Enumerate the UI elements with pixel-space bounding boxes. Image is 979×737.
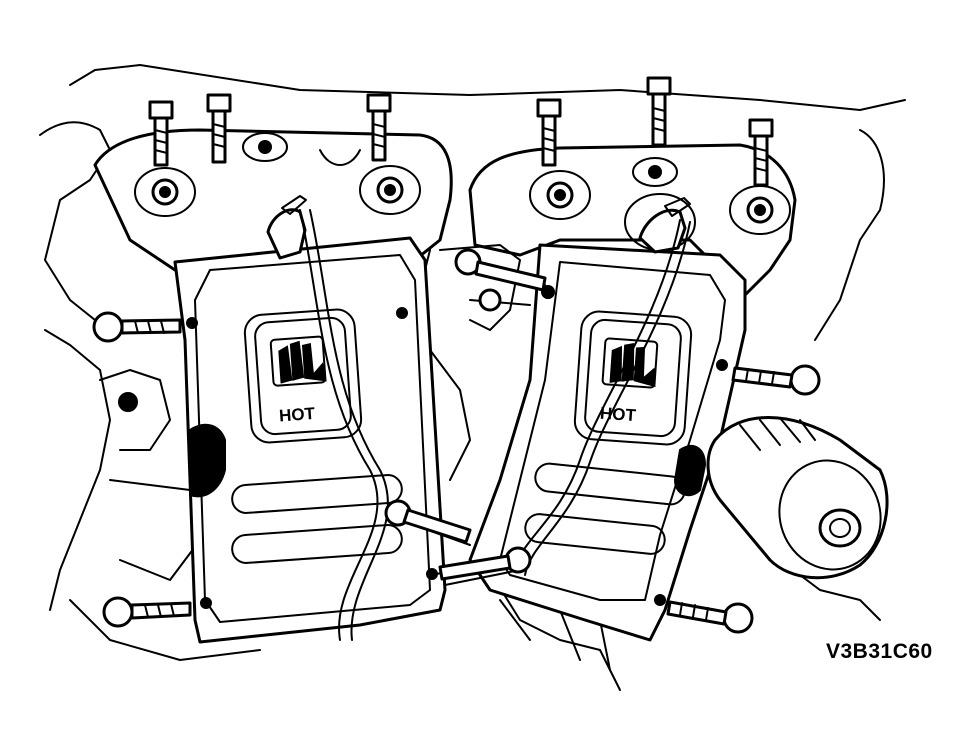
hot-surface-hand-icon <box>269 335 327 387</box>
bolts <box>92 76 821 634</box>
bolt-icon <box>454 248 554 299</box>
left-hot-label: HOT <box>278 404 316 425</box>
left-heat-shield: HOT <box>173 236 447 644</box>
bolt-icon <box>426 546 532 581</box>
left-exhaust-manifold <box>93 128 453 277</box>
bolt-icon <box>646 76 672 147</box>
bolt-icon <box>366 93 392 162</box>
left-oxygen-sensor <box>266 195 389 641</box>
right-heat-shield: HOT <box>468 243 747 642</box>
bolt-icon <box>102 596 212 628</box>
bolt-icon <box>384 499 472 544</box>
bolt-icon <box>206 93 232 164</box>
bolt-icon <box>92 311 198 343</box>
right-hot-label: HOT <box>599 404 637 425</box>
hot-surface-hand-icon <box>601 337 659 389</box>
bolt-icon <box>654 594 754 634</box>
bolt-icon <box>716 359 821 396</box>
figure-code-label: V3B31C60 <box>826 640 933 663</box>
bolt-icon <box>148 100 174 167</box>
bolt-icon <box>536 98 562 167</box>
oil-filter <box>706 416 889 580</box>
right-oxygen-sensor <box>514 193 696 576</box>
bolt-icon <box>748 118 774 187</box>
